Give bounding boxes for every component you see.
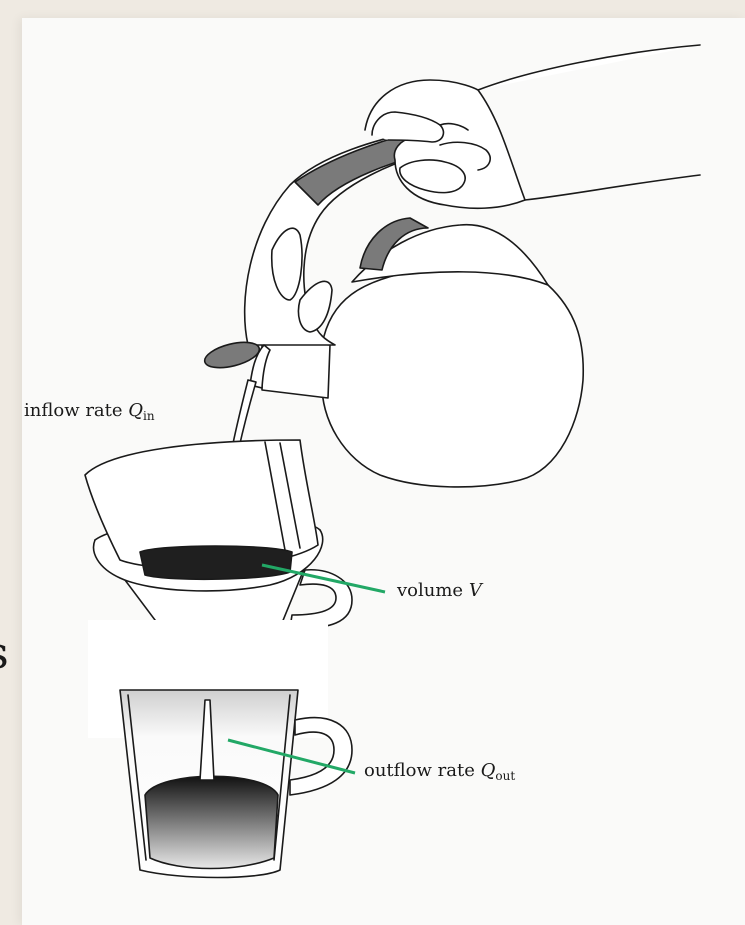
outflow-rate-label: outflow rate Qout (364, 760, 515, 783)
volume-label: volume V (397, 580, 482, 601)
inflow-rate-label: inflow rate Qin (24, 400, 155, 423)
hand (365, 45, 700, 208)
mug (88, 620, 352, 878)
coffee-in-mug (145, 776, 278, 868)
mug-handle (290, 718, 352, 795)
coffee-volume-v (140, 546, 292, 579)
kettle-collar (262, 340, 330, 398)
kettle-body (322, 264, 583, 487)
kettle (202, 130, 583, 487)
